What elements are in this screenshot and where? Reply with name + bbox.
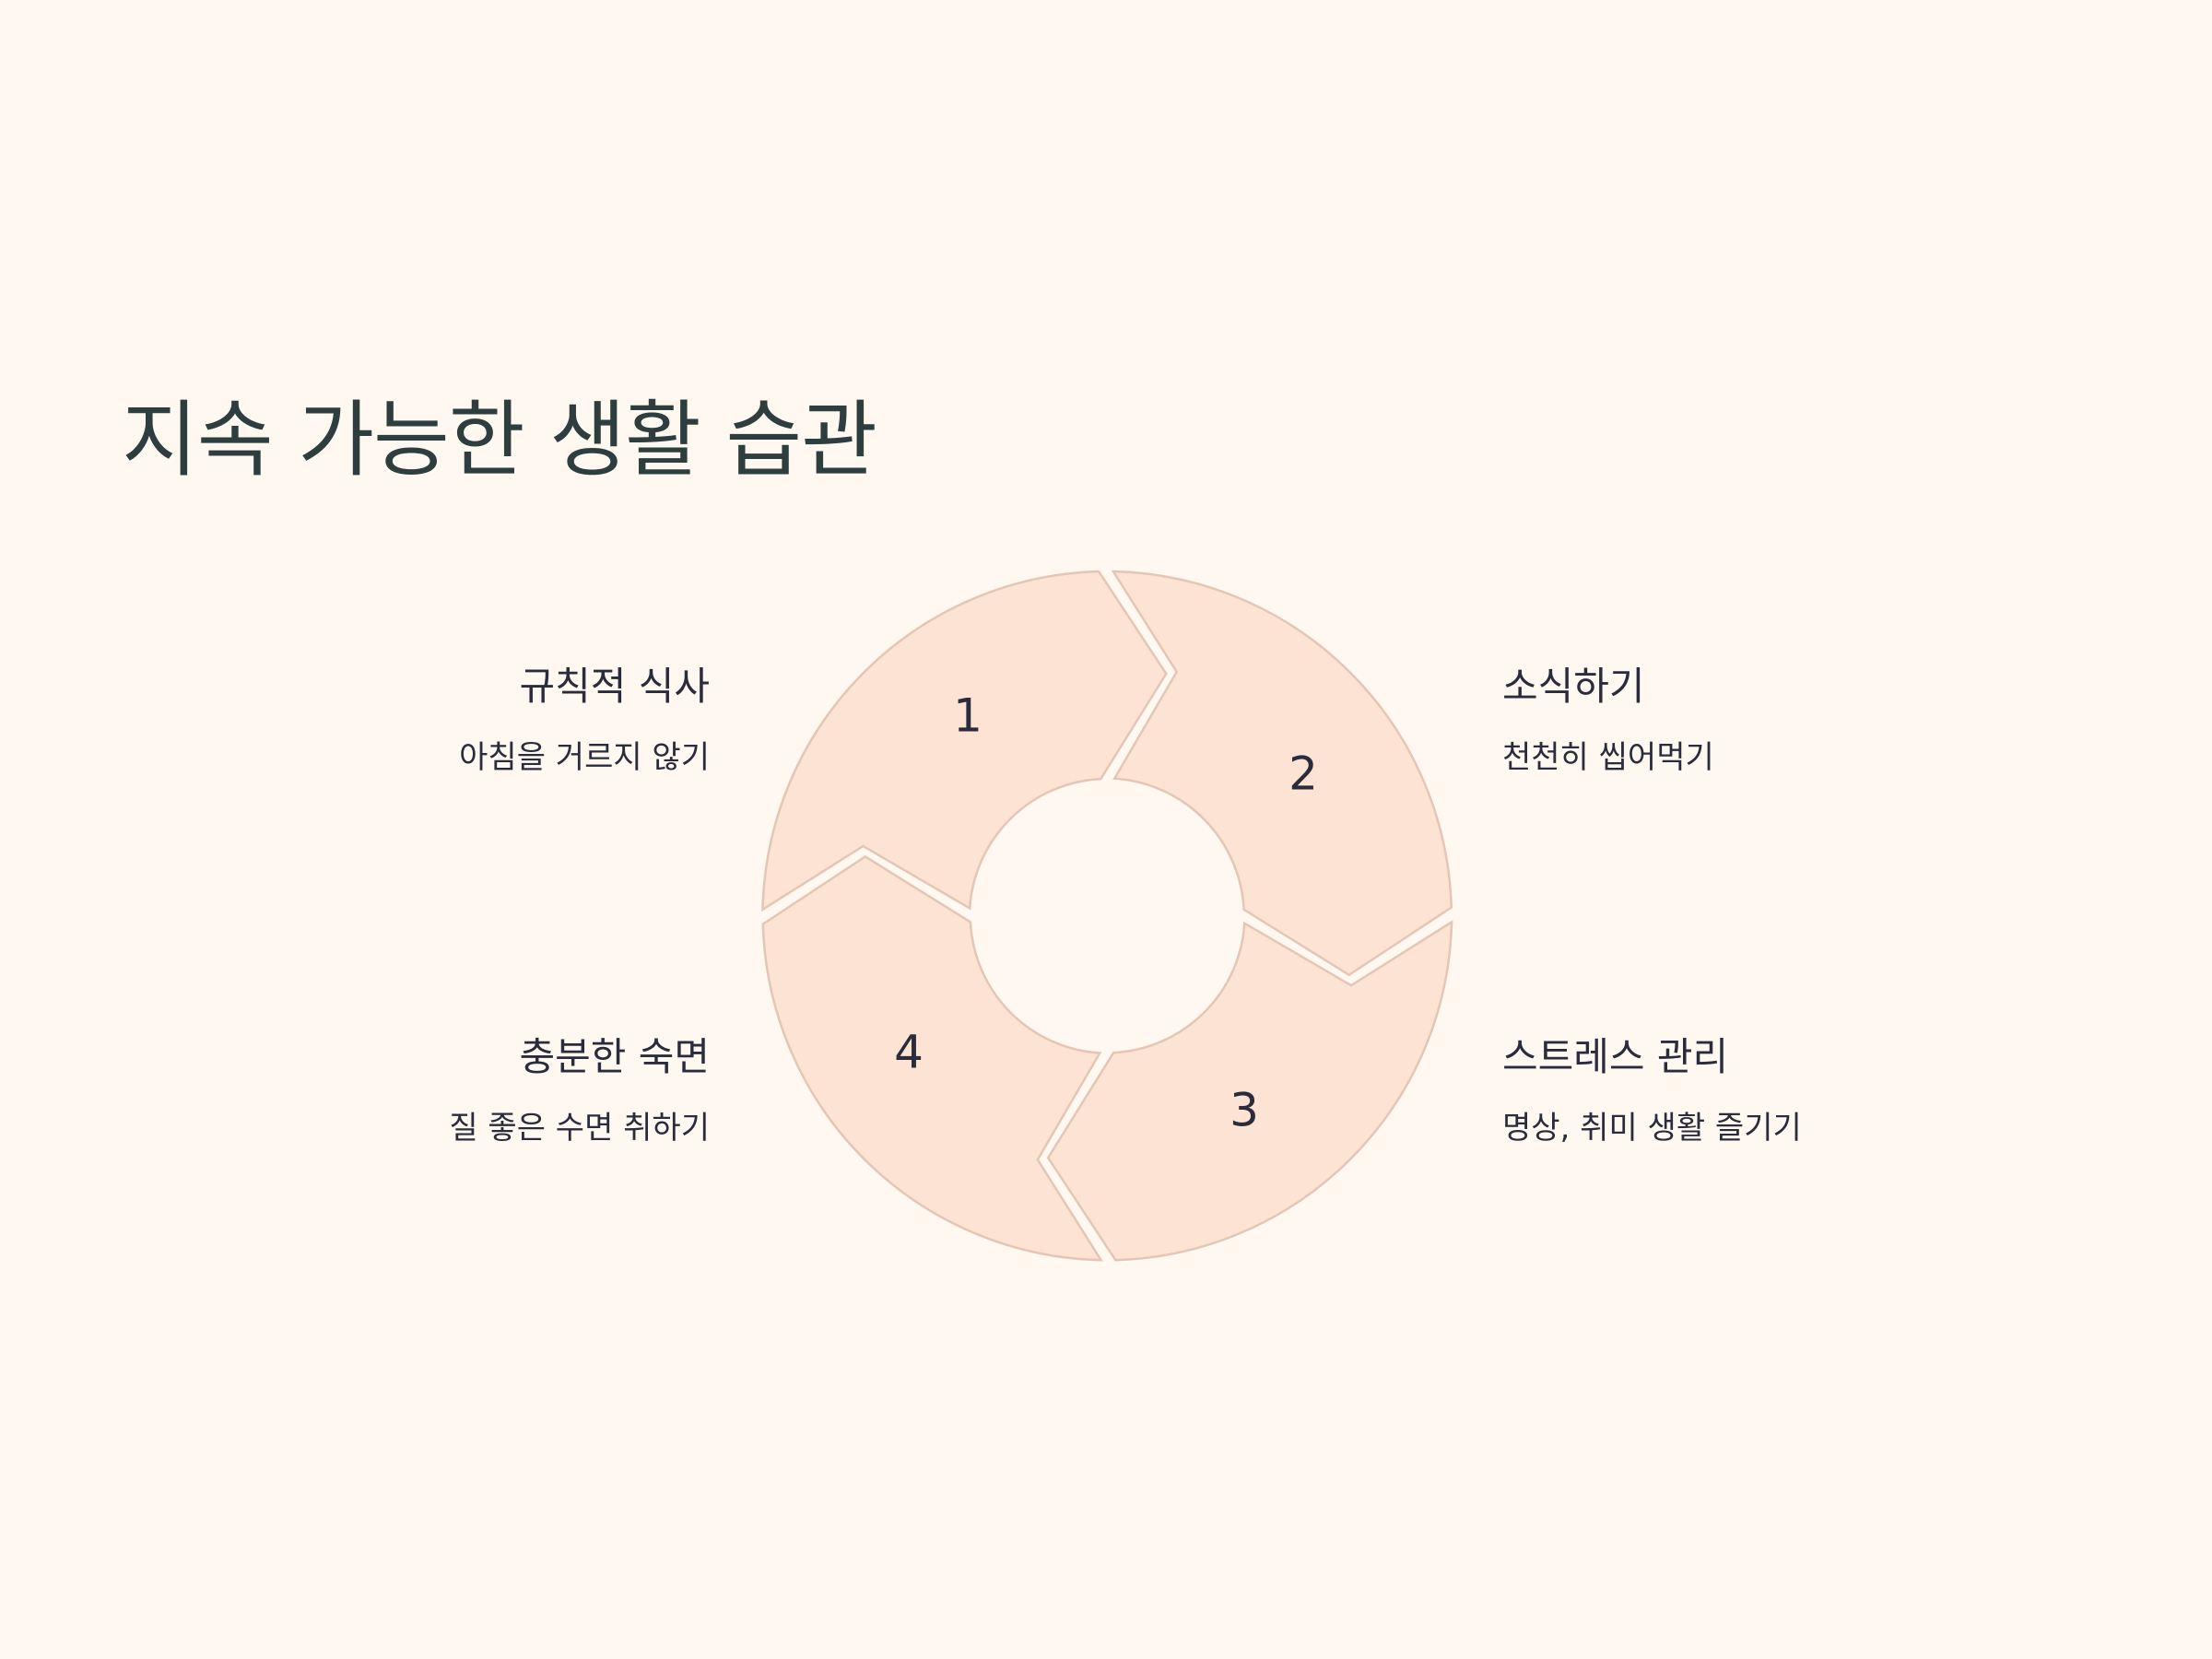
step-1-title: 규칙적 식사 [519,664,710,709]
step-4-text: 충분한 숙면 질 좋은 수면 취하기 [194,1034,710,1147]
step-number-1: 1 [953,689,982,743]
step-4-description: 질 좋은 수면 취하기 [449,1110,710,1147]
step-number-2: 2 [1288,747,1318,801]
step-3-text: 스트레스 관리 명상, 취미 생활 즐기기 [1502,1034,2018,1147]
step-3-description: 명상, 취미 생활 즐기기 [1502,1110,1802,1147]
step-number-4: 4 [894,1026,924,1079]
page-title: 지속 가능한 생활 습관 [122,392,877,488]
cycle-segment-3 [1046,920,1453,1262]
cycle-segment-4 [761,854,1103,1262]
step-number-3: 3 [1230,1084,1259,1137]
step-1-description: 아침을 거르지 않기 [459,739,710,777]
step-4-title: 충분한 숙면 [519,1034,710,1079]
step-2-title: 소식하기 [1502,664,1645,709]
step-2-text: 소식하기 천천히 씹어먹기 [1502,665,2018,776]
cycle-segment-2 [1111,570,1453,977]
step-3-title: 스트레스 관리 [1502,1034,1729,1079]
step-2-description: 천천히 씹어먹기 [1502,739,1714,777]
step-1-text: 규칙적 식사 아침을 거르지 않기 [194,665,710,776]
cycle-segment-1 [761,570,1168,912]
